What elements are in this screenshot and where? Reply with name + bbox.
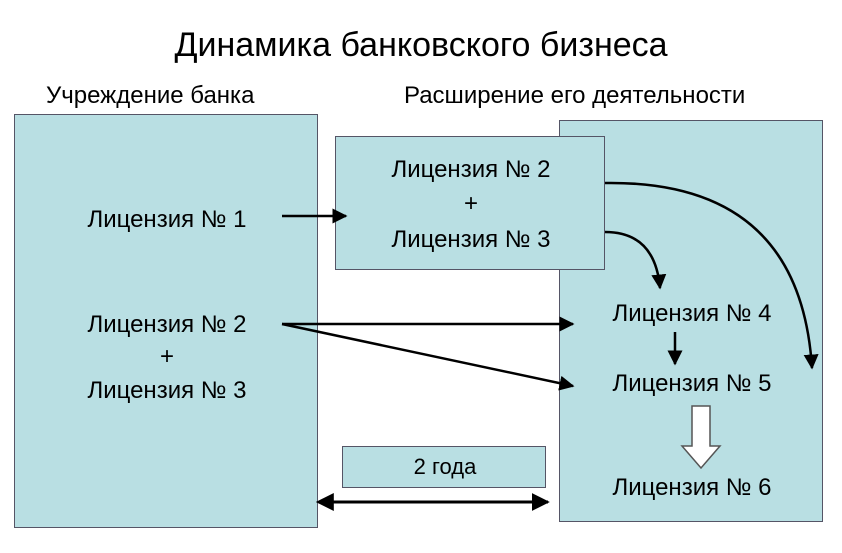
duration-label: 2 года [413, 454, 477, 479]
left-license-1: Лицензия № 1 [87, 206, 247, 233]
left-header: Учреждение банка [46, 82, 255, 109]
curve-to-license-4 [604, 230, 667, 290]
right-header: Расширение его деятельности [404, 82, 746, 109]
middle-license-3: Лицензия № 3 [391, 226, 551, 253]
curve-to-license-5 [604, 181, 819, 370]
left-license-2: Лицензия № 2 [87, 311, 247, 338]
arrow-to-license-5 [281, 322, 575, 391]
right-license-4: Лицензия № 4 [612, 300, 772, 327]
left-plus: + [159, 343, 174, 370]
right-license-6: Лицензия № 6 [612, 474, 772, 501]
founding-box: Лицензия № 1 Лицензия № 2 + Лицензия № 3 [14, 114, 318, 528]
block-arrow-to-license-6 [680, 405, 722, 470]
middle-license-box: Лицензия № 2 + Лицензия № 3 [335, 136, 605, 270]
middle-license-2: Лицензия № 2 [391, 156, 551, 183]
right-license-5: Лицензия № 5 [612, 370, 772, 397]
middle-plus: + [463, 190, 478, 217]
diagram-title: Динамика банковского бизнеса [174, 26, 668, 64]
left-license-3: Лицензия № 3 [87, 377, 247, 404]
duration-box: 2 года [342, 446, 546, 488]
